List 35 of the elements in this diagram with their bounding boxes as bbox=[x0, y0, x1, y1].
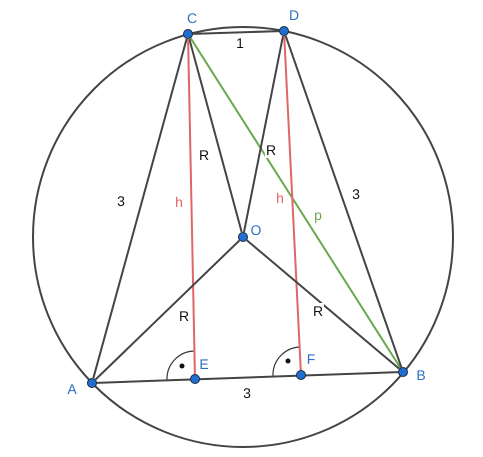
line-segment bbox=[283, 36, 302, 370]
point-dot bbox=[87, 378, 97, 388]
point-dot bbox=[398, 367, 408, 377]
line-segment bbox=[284, 35, 402, 368]
line-segment bbox=[96, 371, 398, 384]
edge-label: h bbox=[275, 190, 285, 206]
point-dot bbox=[279, 26, 289, 36]
line-segment bbox=[246, 239, 400, 370]
line-segment bbox=[92, 38, 188, 378]
point-label: C bbox=[186, 10, 198, 26]
edge-label: 3 bbox=[351, 186, 361, 202]
point-dot bbox=[190, 374, 200, 384]
edge-label: h bbox=[174, 194, 184, 210]
line-segment bbox=[188, 38, 243, 232]
edge-label: 3 bbox=[116, 193, 126, 209]
point-label: E bbox=[199, 356, 209, 372]
edge-label: 1 bbox=[235, 35, 245, 51]
edge-label: R bbox=[178, 308, 190, 324]
point-label: O bbox=[250, 222, 262, 238]
point-label: A bbox=[67, 381, 77, 397]
point-label: F bbox=[306, 351, 316, 367]
line-segment bbox=[190, 38, 402, 368]
line-segment bbox=[192, 30, 280, 35]
point-dot bbox=[183, 29, 193, 39]
point-label: B bbox=[416, 367, 426, 383]
edge-label: R bbox=[198, 147, 210, 163]
line-segment bbox=[94, 240, 240, 380]
line-segment bbox=[243, 36, 284, 232]
edge-label: 3 bbox=[242, 385, 252, 401]
point-label: D bbox=[288, 7, 300, 23]
point-dot bbox=[238, 232, 248, 242]
edge-label: R bbox=[264, 142, 278, 158]
line-segment bbox=[187, 38, 196, 374]
edge-label: R bbox=[312, 303, 324, 319]
point-dot bbox=[296, 370, 306, 380]
